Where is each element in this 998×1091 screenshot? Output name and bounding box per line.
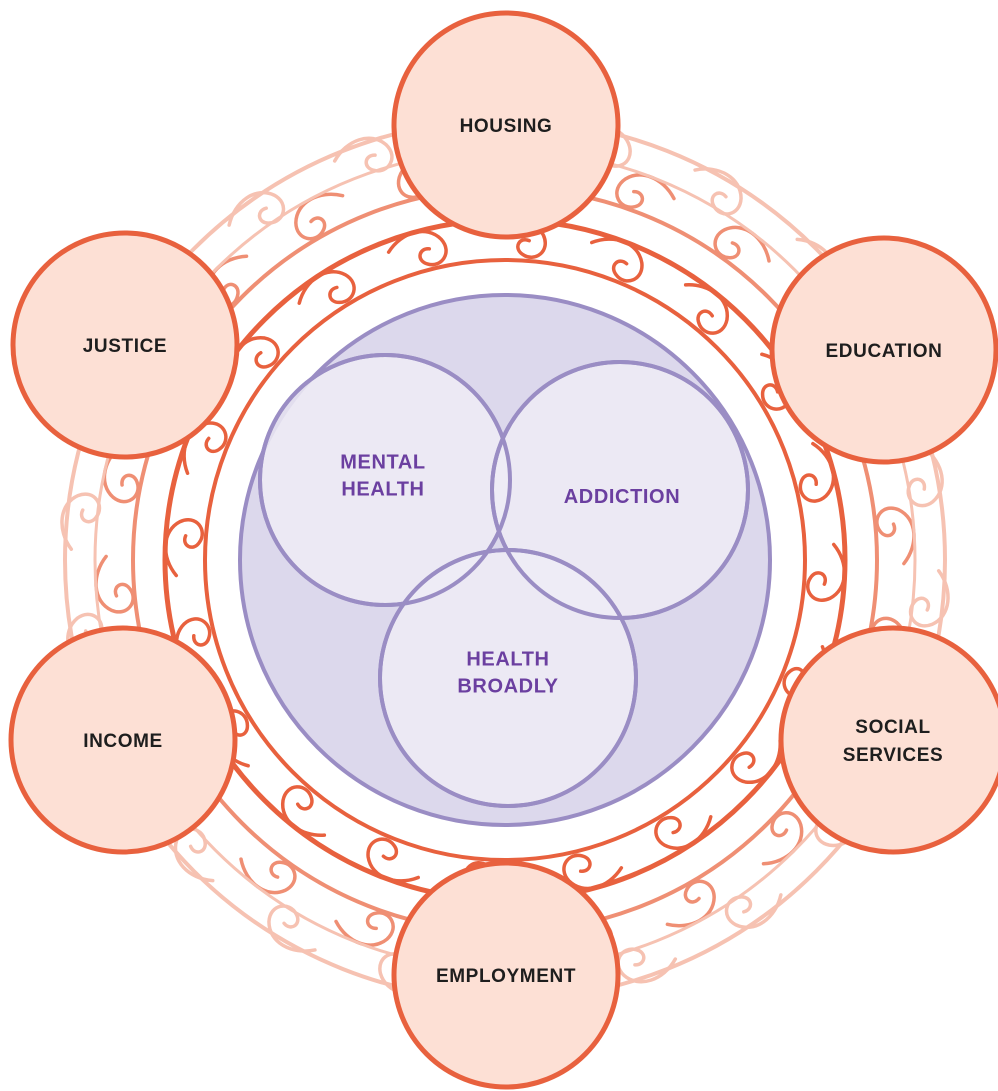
income-circle <box>8 625 238 855</box>
health-broadly-label-line: HEALTH <box>466 649 549 671</box>
addiction-label-line: ADDICTION <box>564 486 681 508</box>
koru-motif <box>805 541 848 603</box>
social-services-label-line: SERVICES <box>843 745 944 766</box>
justice-label-line: JUSTICE <box>83 336 167 357</box>
koru-motif <box>290 260 362 326</box>
employment-circle <box>391 860 621 1090</box>
domain-node-justice: JUSTICE <box>10 230 240 460</box>
addiction-label: ADDICTION <box>564 486 681 508</box>
social-services-circle <box>778 625 998 855</box>
decorative-ring <box>203 258 807 862</box>
health-broadly-label-line: BROADLY <box>457 676 558 698</box>
koru-motif <box>648 794 720 860</box>
mental-health-label-line: HEALTH <box>341 479 424 501</box>
koru-motif <box>359 833 429 891</box>
income-label: INCOME <box>83 731 163 752</box>
koru-motif <box>581 229 651 287</box>
domain-node-education: EDUCATION <box>769 235 998 465</box>
mental-health-label: MENTAL HEALTH <box>340 452 425 501</box>
core-venn-labels: MENTAL HEALTH ADDICTION HEALTH BROADLY <box>340 452 681 698</box>
outer-domain-nodes: HOUSING EDUCATION SOCIAL SERVICES EMPLOYMENT… <box>8 10 998 1090</box>
health-broadly-outline <box>378 548 638 808</box>
justice-circle <box>10 230 240 460</box>
education-label-line: EDUCATION <box>826 341 943 362</box>
domain-node-housing: HOUSING <box>391 10 621 240</box>
education-label: EDUCATION <box>826 341 943 362</box>
koru-motif <box>162 517 205 579</box>
domain-node-income: INCOME <box>8 625 238 855</box>
social-services-label: SOCIAL SERVICES <box>843 717 944 766</box>
justice-label: JUSTICE <box>83 336 167 357</box>
mental-health-outline <box>258 353 512 607</box>
koru-motif <box>92 553 136 615</box>
domain-node-employment: EMPLOYMENT <box>391 860 621 1090</box>
income-label-line: INCOME <box>83 731 163 752</box>
education-circle <box>769 235 998 465</box>
housing-label: HOUSING <box>460 116 553 137</box>
housing-circle <box>391 10 621 240</box>
mental-health-label-line: MENTAL <box>340 452 425 474</box>
housing-label-line: HOUSING <box>460 116 553 137</box>
koru-motif <box>874 505 918 567</box>
social-services-label-line: SOCIAL <box>855 717 930 738</box>
core-venn-group <box>258 353 750 808</box>
employment-label: EMPLOYMENT <box>436 966 576 987</box>
employment-label-line: EMPLOYMENT <box>436 966 576 987</box>
health-broadly-label: HEALTH BROADLY <box>457 649 558 698</box>
koru-motif <box>744 805 814 874</box>
domain-node-social-services: SOCIAL SERVICES <box>778 625 998 855</box>
